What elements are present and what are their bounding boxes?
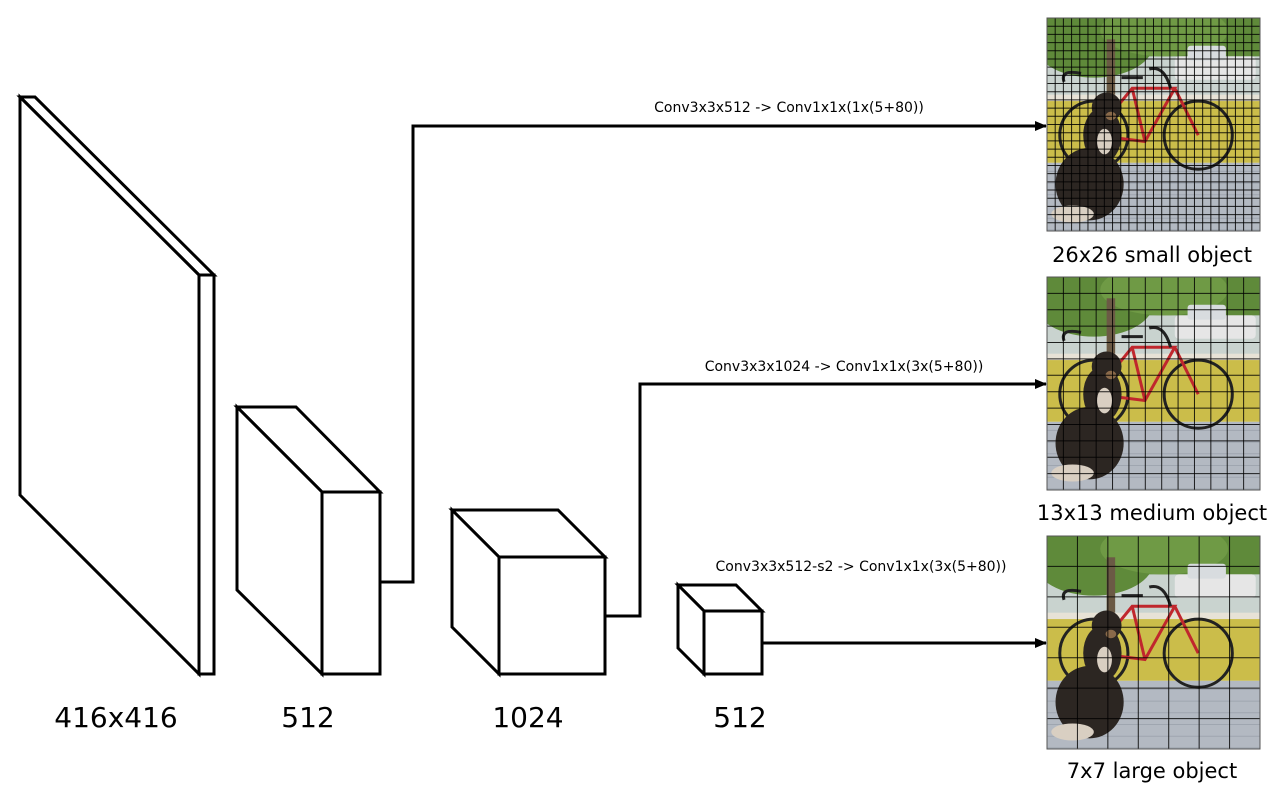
dog-muzzle — [1105, 629, 1117, 639]
photo-scene — [1047, 277, 1260, 490]
layer-label-512-a: 512 — [281, 701, 334, 734]
layer-label-1024: 1024 — [492, 701, 563, 734]
caption-large-object: 7x7 large object — [1067, 759, 1237, 783]
operation-label-large: Conv3x3x512-s2 -> Conv1x1x(3x(5+80)) — [716, 559, 1007, 575]
connector-small-head — [380, 121, 1047, 584]
dog-tail — [1051, 464, 1094, 482]
dog-body — [1055, 406, 1124, 480]
dog-tail — [1051, 723, 1094, 741]
porch-rail — [1047, 353, 1260, 361]
bicycle-handlebar — [1148, 584, 1172, 607]
dog-body — [1055, 665, 1124, 739]
tree-trunk — [1106, 298, 1116, 363]
car — [1174, 315, 1256, 339]
caption-small-object: 26x26 small object — [1052, 243, 1252, 267]
operation-label-medium: Conv3x3x1024 -> Conv1x1x(3x(5+80)) — [705, 359, 984, 375]
dog — [1051, 610, 1124, 741]
layer-label-input: 416x416 — [54, 701, 177, 734]
layer-label-512-b: 512 — [713, 701, 766, 734]
feature-block-512-a — [233, 403, 384, 678]
porch-rail — [1047, 612, 1260, 620]
dog-chest-patch — [1097, 646, 1112, 673]
car — [1187, 45, 1226, 61]
photo-scene — [1047, 18, 1260, 231]
caption-medium-object: 13x13 medium object — [1037, 501, 1267, 525]
bicycle-wheel — [1162, 358, 1234, 430]
dog-tail — [1051, 205, 1094, 223]
image-frame — [1046, 17, 1261, 232]
car — [1174, 574, 1256, 598]
car — [1187, 304, 1226, 320]
output-image-small-object — [1046, 17, 1261, 232]
photo-scene — [1047, 536, 1260, 749]
car — [1187, 563, 1226, 579]
tree-trunk — [1106, 557, 1116, 622]
feature-block-512-b — [674, 581, 766, 678]
dog — [1051, 351, 1124, 482]
operation-label-small: Conv3x3x512 -> Conv1x1x(1x(5+80)) — [654, 100, 924, 116]
bicycle-wheel — [1162, 99, 1234, 171]
bicycle-fork — [1173, 605, 1200, 654]
image-frame — [1046, 276, 1261, 491]
output-image-large-object — [1046, 535, 1261, 750]
feature-block-1024 — [448, 506, 609, 678]
dog-body — [1055, 147, 1124, 221]
bicycle-wheel — [1162, 617, 1234, 689]
output-image-medium-object — [1046, 276, 1261, 491]
image-frame — [1046, 535, 1261, 750]
connector-medium-head — [605, 379, 1047, 618]
detection-grid — [1046, 17, 1261, 232]
dog-chest-patch — [1097, 387, 1112, 414]
tree-trunk — [1106, 39, 1116, 104]
input-layer-block — [16, 93, 218, 678]
